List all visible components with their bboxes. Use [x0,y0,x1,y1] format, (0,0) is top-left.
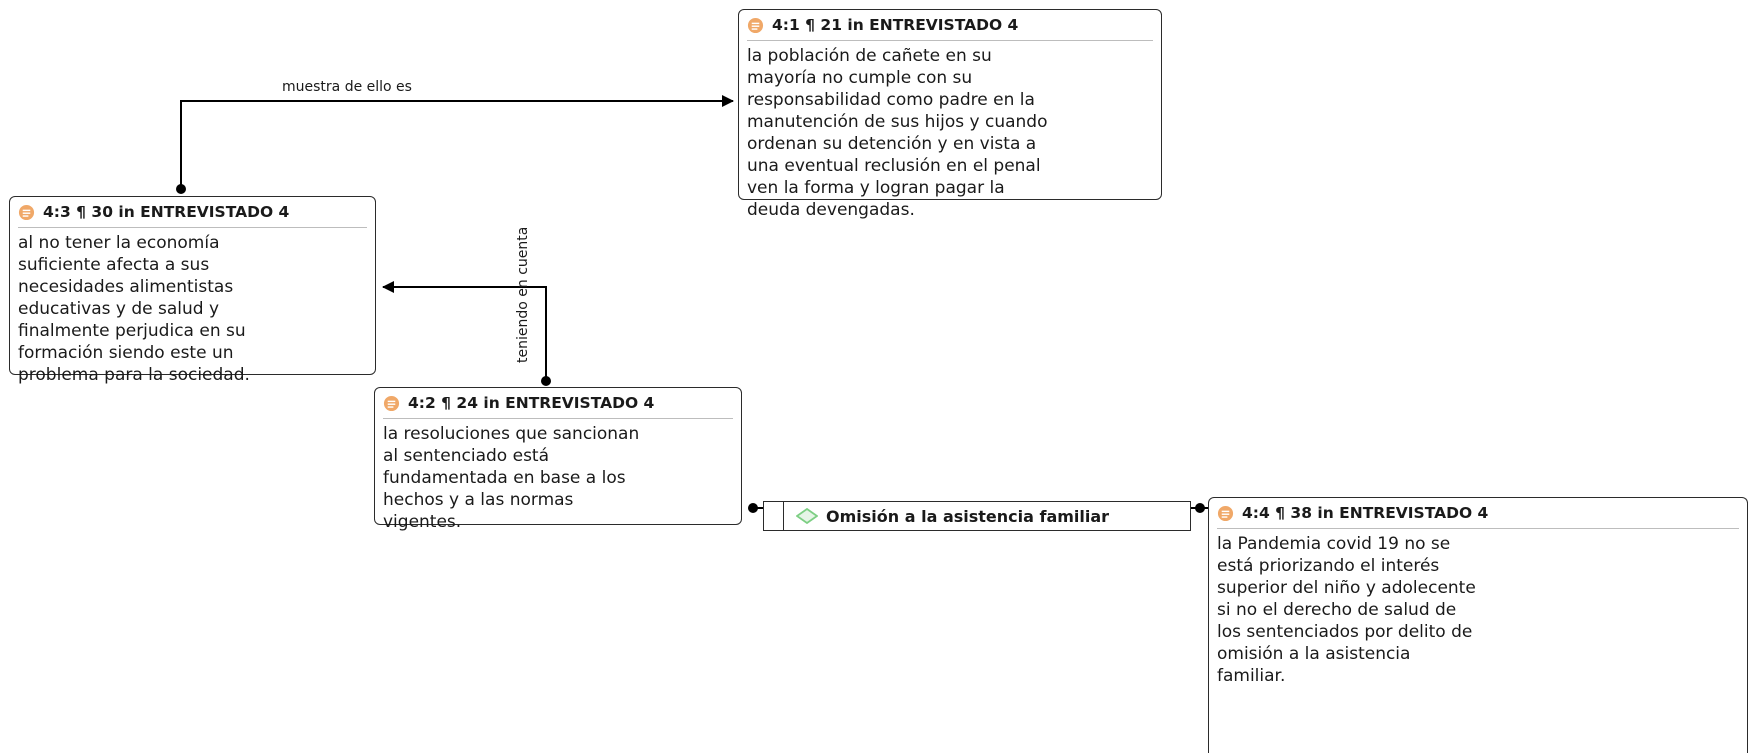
quote-text: la resoluciones que sancionan al sentenc… [383,424,640,532]
code-label: Omisión a la asistencia familiar [826,506,1110,526]
link-teniendo-en-cuenta[interactable] [382,281,551,386]
link-code-quote44[interactable] [1191,503,1208,513]
quote-node-4-2[interactable]: 4:2 ¶ 24 in ENTREVISTADO 4 la resolucion… [374,387,742,532]
relation-label-teniendo: teniendo en cuenta [515,226,531,363]
relation-label-muestra: muestra de ello es [282,79,412,95]
code-node-content: Omisión a la asistencia familiar [784,507,1109,526]
quotation-icon [747,17,764,33]
quote-node-4-1[interactable]: 4:1 ¶ 21 in ENTREVISTADO 4 la población … [738,9,1162,220]
diamond-code-icon [796,508,818,524]
quote-header: 4:1 ¶ 21 in ENTREVISTADO 4 [747,16,1153,41]
quote-title: 4:3 ¶ 30 in ENTREVISTADO 4 [43,203,290,221]
quotation-icon [383,395,400,411]
quote-header: 4:3 ¶ 30 in ENTREVISTADO 4 [18,203,367,228]
quote-node-4-4[interactable]: 4:4 ¶ 38 in ENTREVISTADO 4 la Pandemia c… [1208,497,1748,753]
quote-text: al no tener la economía suficiente afect… [18,233,250,385]
quote-text: la población de cañete en su mayoría no … [747,46,1048,220]
quote-title: 4:2 ¶ 24 in ENTREVISTADO 4 [408,394,655,412]
link-quote42-code[interactable] [748,503,763,513]
quote-text: la Pandemia covid 19 no se está prioriza… [1217,534,1476,686]
quote-header: 4:4 ¶ 38 in ENTREVISTADO 4 [1217,504,1739,529]
code-node-handle [764,502,784,530]
quote-header: 4:2 ¶ 24 in ENTREVISTADO 4 [383,394,733,419]
quote-title: 4:4 ¶ 38 in ENTREVISTADO 4 [1242,504,1489,522]
link-start-dot [176,184,186,194]
link-muestra-de-ello-es[interactable] [176,95,734,194]
quote-node-4-3[interactable]: 4:3 ¶ 30 in ENTREVISTADO 4 al no tener l… [9,196,376,385]
quotation-icon [18,204,35,220]
code-node-omision[interactable]: Omisión a la asistencia familiar [763,501,1191,531]
link-start-dot [541,376,551,386]
quote-title: 4:1 ¶ 21 in ENTREVISTADO 4 [772,16,1019,34]
quotation-icon [1217,505,1234,521]
